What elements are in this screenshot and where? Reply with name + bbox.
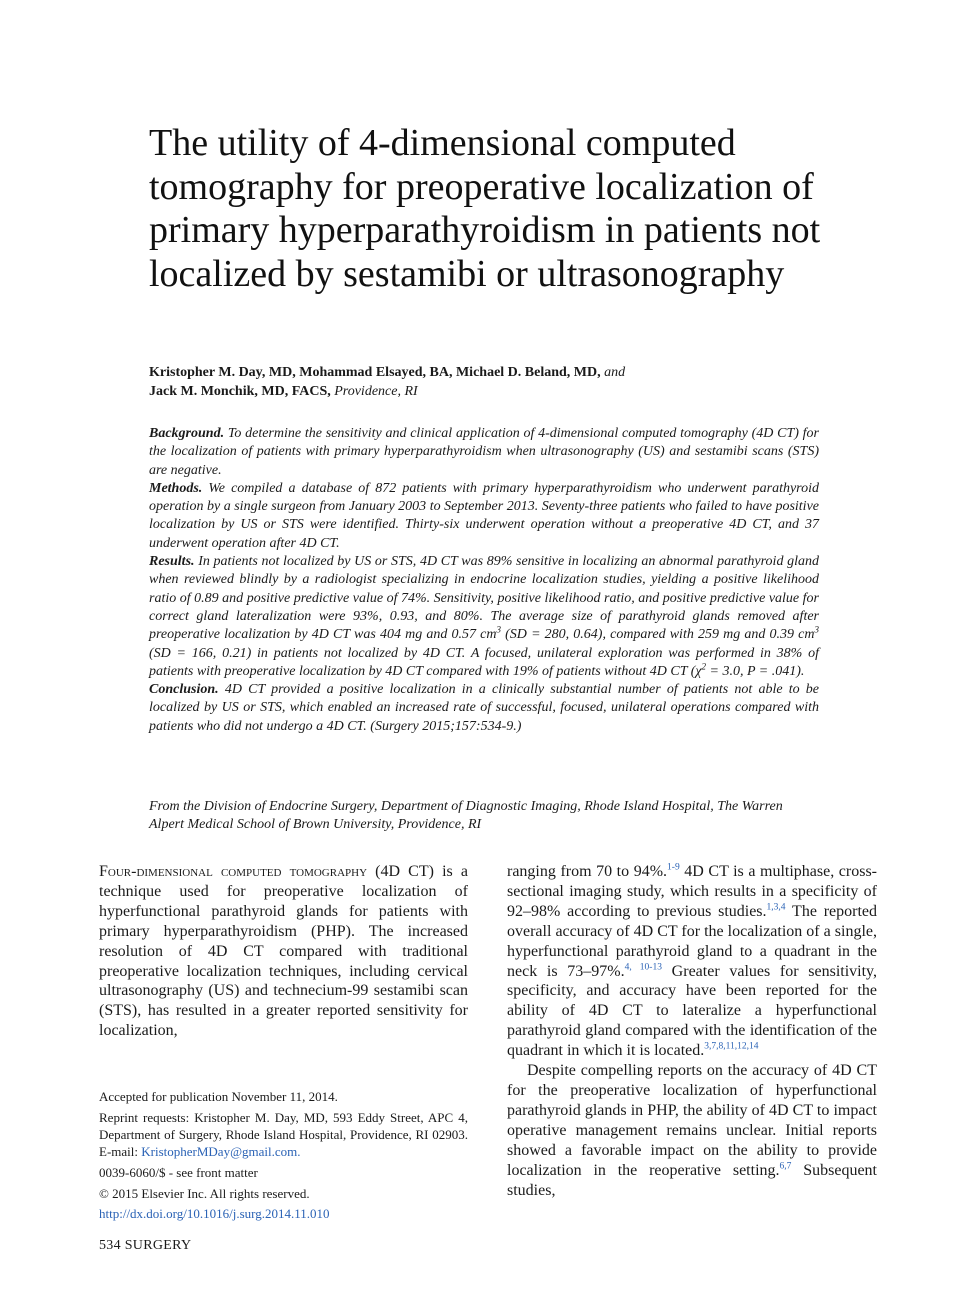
results-text-1: In patients not localized by US or STS, … [149,554,820,643]
author-line-1: Kristopher M. Day, MD, Mohammad Elsayed,… [149,363,849,382]
reprint-note: Reprint requests: Kristopher M. Day, MD,… [99,1109,468,1161]
body-column-left: Four-dimensional computed tomography (4D… [99,862,468,1041]
background-label: Background. [149,426,225,441]
methods-text: We compiled a database of 872 patients w… [149,480,820,551]
p2-text-a: Despite compelling reports on the accura… [507,1062,877,1179]
right-paragraph-2: Despite compelling reports on the accura… [507,1061,877,1200]
intro-text: (4D CT) is a technique used for preopera… [99,863,468,1040]
p1-text-c: The reported overall accuracy of 4D CT f… [507,902,878,980]
right-paragraph-1: ranging from 70 to 94%.1-9 4D CT is a mu… [507,862,877,1061]
ref-link-4[interactable]: 3,7,8,11,12,14 [704,1041,759,1052]
doi-link[interactable]: http://dx.doi.org/10.1016/j.surg.2014.11… [99,1206,330,1222]
footnotes: Accepted for publication November 11, 20… [99,1088,468,1226]
p1-text-d: Greater values for sensitivity, specific… [507,962,878,1060]
reprint-text: Reprint requests: Kristopher M. Day, MD,… [99,1109,468,1160]
author-location: Providence, RI [334,384,418,399]
email-link[interactable]: KristopherMDay@gmail.com. [141,1144,301,1160]
intro-paragraph: Four-dimensional computed tomography (4D… [99,862,468,1041]
author-list: Kristopher M. Day, MD, Mohammad Elsayed,… [149,363,849,401]
abstract-results: Results. In patients not localized by US… [149,553,819,681]
background-text: To determine the sensitivity and clinica… [149,426,820,478]
results-text-2: (SD = 280, 0.64), compared with 259 mg a… [501,627,815,643]
author-line-2: Jack M. Monchik, MD, FACS, Providence, R… [149,382,849,401]
results-sup-2: 3 [814,624,820,635]
copyright-note: © 2015 Elsevier Inc. All rights reserved… [99,1185,310,1201]
abstract-conclusion: Conclusion. 4D CT provided a positive lo… [149,681,819,736]
methods-label: Methods. [149,480,203,496]
p1-text-a: ranging from 70 to 94%. [507,863,668,880]
ref-link-5[interactable]: 6,7 [779,1161,792,1172]
author-conjunction: and [604,365,626,380]
ref-link-2[interactable]: 1,3,4 [766,902,786,913]
abstract-background: Background. To determine the sensitivity… [149,425,819,480]
abstract: Background. To determine the sensitivity… [149,425,819,736]
abstract-methods: Methods. We compiled a database of 872 p… [149,480,819,553]
author-names: Kristopher M. Day, MD, Mohammad Elsayed,… [149,365,601,380]
article-title: The utility of 4-dimensional computed to… [149,122,821,295]
accepted-note: Accepted for publication November 11, 20… [99,1089,338,1104]
body-column-right: ranging from 70 to 94%.1-9 4D CT is a mu… [507,862,877,1200]
author-names-2: Jack M. Monchik, MD, FACS, [149,384,331,399]
running-footer: 534 SURGERY [99,1238,192,1253]
conclusion-label: Conclusion. [149,682,219,698]
issn-note: 0039-6060/$ - see front matter [99,1164,258,1180]
results-text-3: (SD = 166, 0.21) in patients not localiz… [149,645,819,679]
lead-smallcaps: Four-dimensional computed tomography [99,863,368,880]
affiliation: From the Division of Endocrine Surgery, … [149,799,783,832]
p2-text-b: Subsequent studies, [507,1161,877,1199]
conclusion-text: 4D CT provided a positive localization i… [149,682,820,734]
ref-link-3[interactable]: 4, 10-13 [624,962,662,973]
p1-text-b: 4D CT is a multiphase, cross-sectional i… [507,863,878,920]
results-sup-3: 2 [701,661,707,672]
results-sup-1: 3 [496,624,502,635]
ref-link-1[interactable]: 1-9 [667,862,680,873]
results-label: Results. [149,554,195,570]
results-text-4: = 3.0, P = .041). [706,663,805,679]
